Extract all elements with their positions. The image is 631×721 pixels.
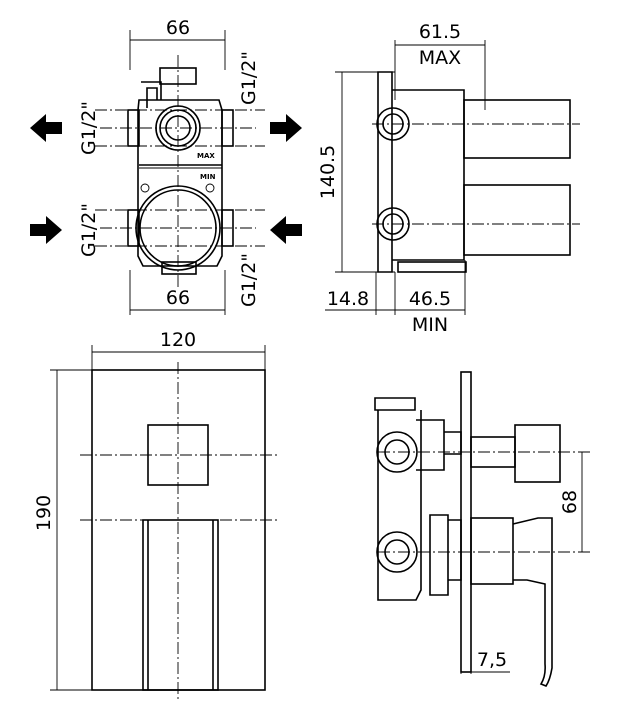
dimension-plate-height: 190 — [33, 495, 55, 531]
dimension-depth-max-label: MAX — [419, 47, 461, 69]
front-valve-view: 66 66 MAX MIN G1/2" G1/2 — [30, 17, 302, 315]
port-label-bottom-left: G1/2" — [78, 203, 100, 257]
side-assembly-view: 68 7,5 — [374, 371, 590, 687]
lever-body — [470, 517, 514, 585]
lever-handle — [512, 517, 553, 687]
dimension-axis-distance: 68 — [559, 490, 581, 514]
dimension-width-top: 66 — [166, 17, 190, 39]
dimension-plate-width: 120 — [160, 329, 196, 351]
cover-plate — [91, 369, 266, 691]
dimension-plate-thickness: 7,5 — [477, 649, 507, 671]
side-valve-view: 61.5 MAX 140.5 14.8 46.5 MIN — [317, 21, 580, 336]
body-min-mark: MIN — [200, 173, 216, 181]
dimension-depth-min: 46.5 — [409, 288, 451, 310]
arrow-out-right-icon — [270, 114, 302, 142]
plate-side — [460, 371, 472, 673]
dimension-height: 140.5 — [317, 145, 339, 199]
front-plate-view: 120 190 — [33, 329, 280, 700]
dimension-offset: 14.8 — [327, 288, 369, 310]
arrow-in-left-icon — [30, 216, 62, 244]
port-label-top-left: G1/2" — [78, 101, 100, 155]
body-max-mark: MAX — [197, 152, 215, 160]
dimension-width-bottom: 66 — [166, 287, 190, 309]
dimension-depth-max: 61.5 — [419, 21, 461, 43]
valve-body — [137, 81, 223, 267]
arrow-out-left-icon — [30, 114, 62, 142]
dimension-depth-min-label: MIN — [412, 314, 448, 336]
port-label-top-right: G1/2" — [238, 51, 260, 105]
arrow-in-right-icon — [270, 216, 302, 244]
knob-cylinder — [514, 424, 561, 483]
port-label-bottom-right: G1/2" — [238, 253, 260, 307]
mixer-lever — [142, 519, 219, 691]
